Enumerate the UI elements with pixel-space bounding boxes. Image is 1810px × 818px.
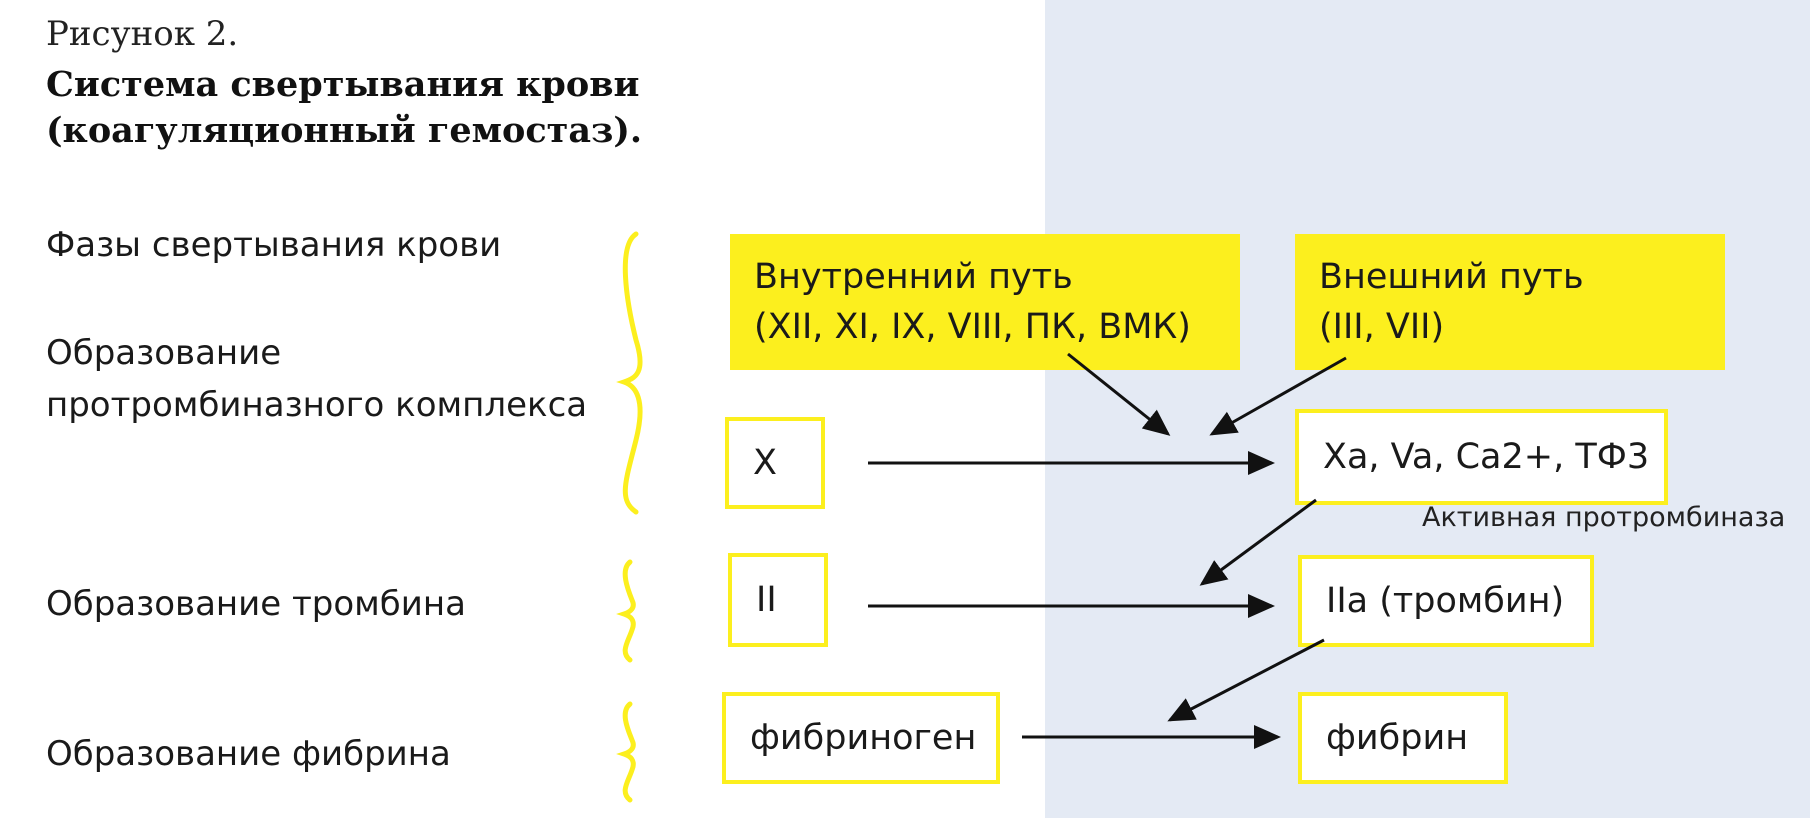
xa-complex-label: Xa, Va, Ca2+, ТФ3 xyxy=(1323,437,1650,477)
brace-thrombin xyxy=(616,559,636,663)
figure-title-line-2: (коагуляционный гемостаз). xyxy=(46,110,643,151)
fibrin-label: фибрин xyxy=(1326,718,1469,758)
phases-header: Фазы свертывания крови xyxy=(46,225,502,265)
phase-prothrombinase-line-2: протромбиназного комплекса xyxy=(46,385,588,425)
arrow-intrinsic-to-activation xyxy=(1067,352,1171,436)
extrinsic-pathway-factors: (III, VII) xyxy=(1319,307,1445,347)
arrow-extrinsic-to-activation xyxy=(1209,356,1347,436)
fibrinogen-box: фибриноген xyxy=(722,692,1000,784)
extrinsic-pathway-box: Внешний путь (III, VII) xyxy=(1295,234,1725,370)
phase-fibrin-label: Образование фибрина xyxy=(46,734,451,774)
thrombin-box: IIa (тромбин) xyxy=(1298,555,1594,647)
phase-prothrombinase-line-1: Образование xyxy=(46,333,282,373)
thrombin-label: IIa (тромбин) xyxy=(1326,581,1565,621)
phase-thrombin-label: Образование тромбина xyxy=(46,584,466,624)
factor-x-label: X xyxy=(753,443,777,483)
arrow-xa-to-thrombin-activation xyxy=(1199,498,1317,586)
factor-x-box: X xyxy=(725,417,825,509)
intrinsic-pathway-title: Внутренний путь xyxy=(754,257,1073,297)
prothrombin-box: II xyxy=(728,553,828,647)
figure-title: Система свертывания крови (коагуляционны… xyxy=(46,62,746,154)
fibrinogen-label: фибриноген xyxy=(750,718,977,758)
active-prothrombinase-note: Активная протромбиназа xyxy=(1422,502,1786,533)
arrow-iia-to-fibrin-activation xyxy=(1167,638,1325,722)
brace-prothrombinase xyxy=(616,231,643,515)
fibrin-box: фибрин xyxy=(1298,692,1508,784)
xa-complex-box: Xa, Va, Ca2+, ТФ3 xyxy=(1295,409,1668,505)
extrinsic-pathway-title: Внешний путь xyxy=(1319,257,1584,297)
prothrombin-label: II xyxy=(756,580,777,620)
brace-fibrin xyxy=(616,701,636,803)
figure-title-line-1: Система свертывания крови xyxy=(46,64,640,105)
intrinsic-pathway-box: Внутренний путь (XII, XI, IX, VIII, ПК, … xyxy=(730,234,1240,370)
intrinsic-pathway-factors: (XII, XI, IX, VIII, ПК, ВМК) xyxy=(754,307,1191,347)
figure-number: Рисунок 2. xyxy=(46,14,239,54)
phase-prothrombinase-label: Образование протромбиназного комплекса xyxy=(46,327,606,431)
